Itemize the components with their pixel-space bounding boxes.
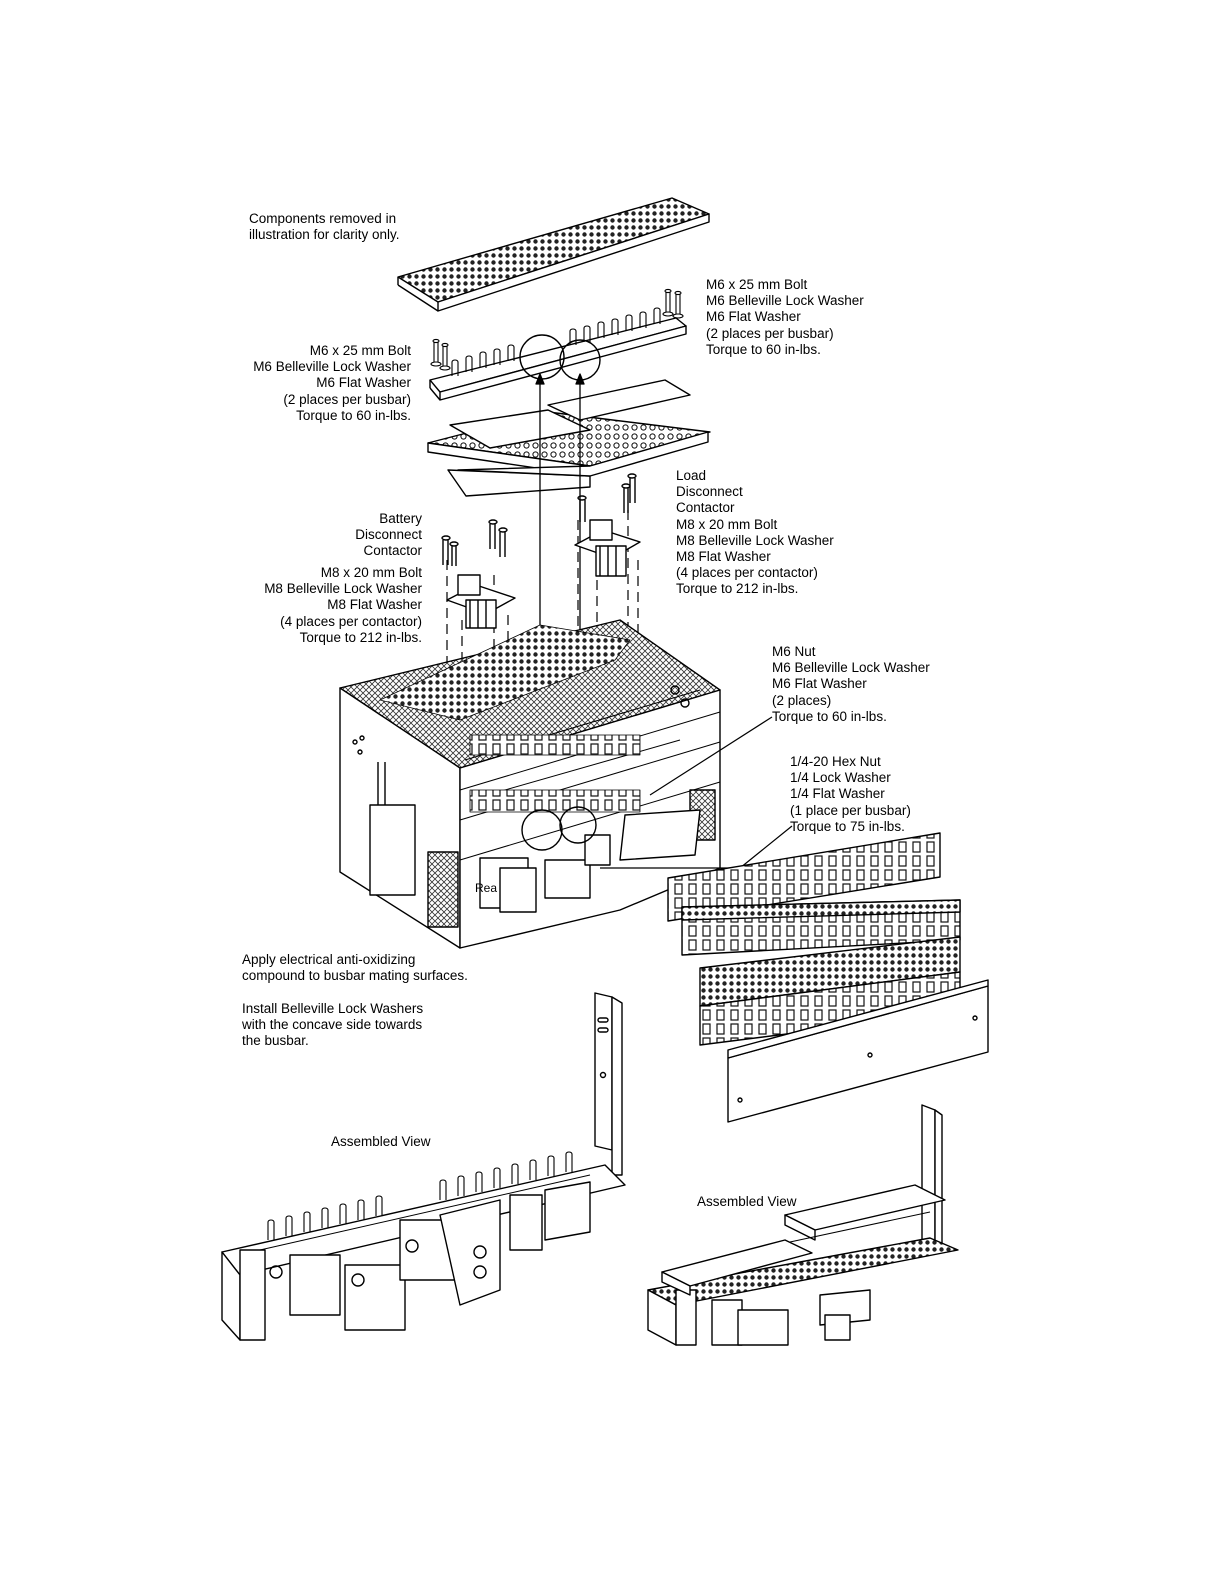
callout-busbar-hardware-left: M6 x 25 mm Bolt M6 Belleville Lock Washe… xyxy=(253,343,411,424)
callout-load-contactor: Load Disconnect Contactor M8 x 20 mm Bol… xyxy=(676,468,834,598)
callout-line: Disconnect xyxy=(355,527,422,543)
callout-line: (1 place per busbar) xyxy=(790,802,911,818)
mounting-bracket xyxy=(594,992,623,1176)
callout-line: (2 places per busbar) xyxy=(706,325,834,341)
callout-line: M6 x 25 mm Bolt xyxy=(706,277,808,292)
callout-hex-nut: 1/4-20 Hex Nut 1/4 Lock Washer 1/4 Flat … xyxy=(790,754,911,835)
view-title: Assembled View xyxy=(697,1194,797,1209)
callout-line: Torque to 212 in-lbs. xyxy=(299,629,422,645)
callout-line: M6 Belleville Lock Washer xyxy=(706,293,864,309)
callout-line: Torque to 212 in-lbs. xyxy=(676,581,799,597)
callout-line: 1/4-20 Hex Nut xyxy=(790,754,881,769)
label-fragment: Rea xyxy=(475,880,497,896)
callout-line: Load xyxy=(676,468,707,483)
note-line: the busbar. xyxy=(242,1033,309,1049)
callout-battery-contactor-hardware: M8 x 20 mm Bolt M8 Belleville Lock Washe… xyxy=(264,565,422,646)
callout-line: M8 x 20 mm Bolt xyxy=(320,565,422,580)
callout-busbar-hardware-right: M6 x 25 mm Bolt M6 Belleville Lock Washe… xyxy=(706,277,864,358)
note-line: Install Belleville Lock Washers xyxy=(242,1001,424,1016)
callout-line: Battery xyxy=(379,511,422,526)
note-components-removed: Components removed in illustration for c… xyxy=(249,211,400,243)
note-anti-oxidizing: Apply electrical anti-oxidizing compound… xyxy=(242,952,468,984)
callout-line: Disconnect xyxy=(676,484,743,500)
label-assembled-view-left: Assembled View xyxy=(331,1134,431,1150)
callout-line: M8 Flat Washer xyxy=(327,597,422,613)
top-cover-panel xyxy=(397,197,710,312)
callout-line: (4 places per contactor) xyxy=(280,613,422,629)
note-line: Components removed in xyxy=(249,211,397,226)
note-line: illustration for clarity only. xyxy=(249,227,400,243)
note-line: compound to busbar mating surfaces. xyxy=(242,968,468,984)
callout-line: M8 Belleville Lock Washer xyxy=(264,581,422,597)
callout-line: M6 Nut xyxy=(772,644,816,659)
callout-line: M6 Belleville Lock Washer xyxy=(253,359,411,375)
busbar-studs xyxy=(451,307,661,376)
front-panel-2 xyxy=(681,899,961,956)
assembled-view-left xyxy=(221,1151,626,1341)
callout-line: Contactor xyxy=(676,500,735,516)
callout-line: M6 Flat Washer xyxy=(316,375,411,391)
note-line: with the concave side towards xyxy=(242,1017,423,1033)
callout-line: Contactor xyxy=(363,543,422,559)
callout-m6-nut: M6 Nut M6 Belleville Lock Washer M6 Flat… xyxy=(772,644,930,725)
busbar-bolts xyxy=(430,288,684,371)
view-title: Assembled View xyxy=(331,1134,431,1149)
front-panel-1 xyxy=(667,832,941,922)
callout-line: M6 Belleville Lock Washer xyxy=(772,660,930,676)
callout-line: (2 places per busbar) xyxy=(283,391,411,407)
callout-line: Torque to 75 in-lbs. xyxy=(790,818,905,834)
callout-line: Torque to 60 in-lbs. xyxy=(772,708,887,724)
callout-line: (4 places per contactor) xyxy=(676,565,818,581)
callout-line: 1/4 Flat Washer xyxy=(790,786,885,802)
busbar-tray xyxy=(427,379,711,497)
note-belleville-washers: Install Belleville Lock Washers with the… xyxy=(242,1001,423,1050)
assembled-view-right xyxy=(647,1104,959,1346)
label-assembled-view-right: Assembled View xyxy=(697,1194,797,1210)
callout-line: M8 Flat Washer xyxy=(676,549,771,565)
fragment-text: Rea xyxy=(475,881,498,895)
callout-line: M6 Flat Washer xyxy=(706,309,801,325)
callout-battery-contactor-title: Battery Disconnect Contactor xyxy=(355,511,422,560)
note-line: Apply electrical anti-oxidizing xyxy=(242,952,416,967)
callout-line: Torque to 60 in-lbs. xyxy=(296,407,411,423)
callout-line: (2 places) xyxy=(772,692,832,708)
callout-line: M6 x 25 mm Bolt xyxy=(309,343,411,358)
callout-line: M8 x 20 mm Bolt xyxy=(676,516,778,532)
callout-line: M6 Flat Washer xyxy=(772,676,867,692)
callout-line: Torque to 60 in-lbs. xyxy=(706,341,821,357)
load-contactor xyxy=(574,473,641,577)
battery-contactor xyxy=(441,519,516,629)
callout-line: M8 Belleville Lock Washer xyxy=(676,532,834,548)
main-chassis xyxy=(339,619,721,949)
callout-line: 1/4 Lock Washer xyxy=(790,770,891,786)
front-blank-panel xyxy=(727,979,989,1123)
